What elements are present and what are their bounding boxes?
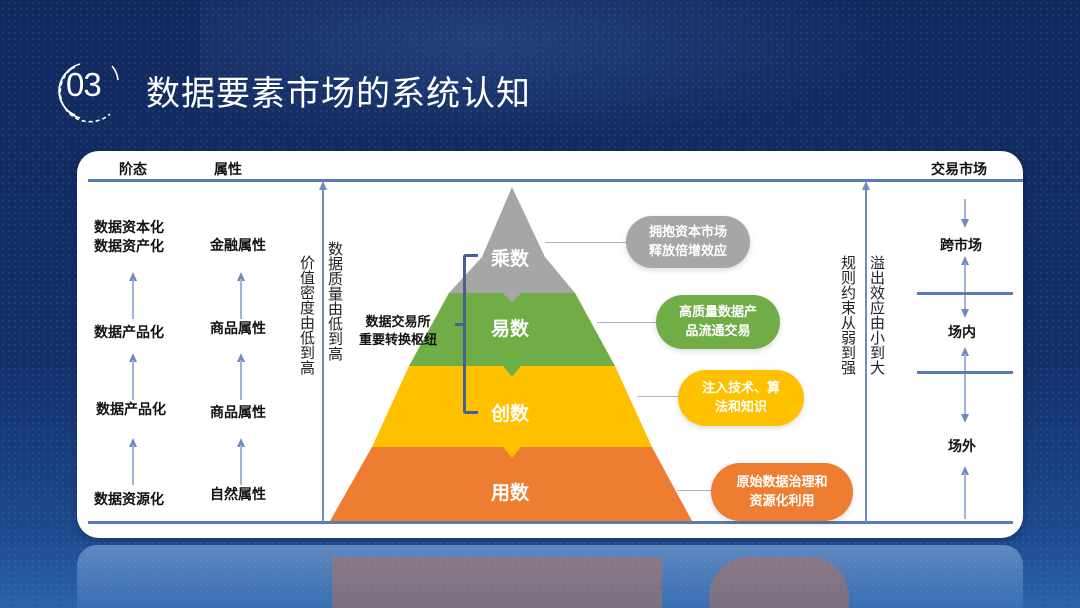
arrow-up-icon bbox=[961, 466, 969, 475]
value-density-label: 价值密度由低到高 bbox=[298, 255, 316, 375]
arrow-up-icon bbox=[961, 347, 969, 356]
arrow-up-icon bbox=[961, 256, 969, 265]
layer-label-use: 用数 bbox=[490, 482, 529, 504]
layer-label-trade: 易数 bbox=[490, 318, 529, 340]
background-glow bbox=[200, 0, 900, 140]
desc-pill-use: 原始数据治理和资源化利用 bbox=[711, 463, 853, 521]
arrow-up-icon bbox=[237, 272, 245, 281]
arrow-down-icon bbox=[961, 414, 969, 423]
market-off-exchange: 场外 bbox=[948, 439, 976, 455]
arrow-up-icon bbox=[129, 272, 137, 281]
value-axis-line bbox=[322, 187, 324, 522]
exchange-note: 数据交易所重要转换枢纽 bbox=[359, 315, 438, 348]
layer-label-multiply: 乘数 bbox=[490, 248, 529, 270]
desc-pill-trade: 高质量数据产品流通交易 bbox=[656, 295, 780, 349]
section-number: 03 bbox=[66, 66, 102, 103]
arrow-up-icon bbox=[129, 438, 137, 447]
attribute-commodity-upper: 商品属性 bbox=[210, 321, 266, 337]
attribute-header: 属性 bbox=[214, 162, 242, 178]
attribute-natural: 自然属性 bbox=[210, 487, 266, 503]
diagram-card: 阶态 属性 交易市场 数据资本化数据资产化 数据产品化 数据产品化 数据资源化 … bbox=[77, 151, 1023, 538]
stage-capitalization: 数据资本化数据资产化 bbox=[94, 220, 164, 255]
pyramid-chart bbox=[330, 187, 692, 521]
spillover-label: 溢出效应由小到大 bbox=[868, 255, 886, 375]
rule-constraint-label: 规则约束从弱到强 bbox=[839, 255, 857, 375]
arrow-up-icon bbox=[237, 438, 245, 447]
desc-pill-create: 注入技术、算法和知识 bbox=[678, 370, 804, 426]
card-reflection bbox=[77, 545, 1023, 608]
bottom-axis-line bbox=[88, 521, 1013, 524]
attribute-financial: 金融属性 bbox=[210, 238, 266, 254]
top-axis-line bbox=[88, 179, 1023, 182]
market-divider bbox=[917, 371, 1013, 374]
stage-productization-lower: 数据产品化 bbox=[96, 402, 166, 418]
market-cross: 跨市场 bbox=[940, 238, 982, 254]
arrow-down-icon bbox=[961, 309, 969, 318]
exchange-bracket bbox=[463, 254, 478, 414]
page-title: 数据要素市场的系统认知 bbox=[146, 74, 531, 114]
arrow-up-icon bbox=[319, 181, 327, 190]
attribute-commodity-lower: 商品属性 bbox=[210, 405, 266, 421]
arrow-down-icon bbox=[961, 219, 969, 228]
layer-label-create: 创数 bbox=[490, 403, 529, 425]
arrow-up-icon bbox=[237, 353, 245, 362]
section-badge-icon bbox=[58, 63, 119, 123]
market-divider bbox=[917, 292, 1013, 295]
stage-productization-upper: 数据产品化 bbox=[94, 325, 164, 341]
stage-resource: 数据资源化 bbox=[94, 492, 164, 508]
desc-pill-multiply: 拥抱资本市场释放倍增效应 bbox=[626, 216, 750, 268]
arrow-up-icon bbox=[129, 353, 137, 362]
data-quality-label: 数据质量由低到高 bbox=[326, 241, 344, 361]
market-header: 交易市场 bbox=[931, 162, 987, 178]
stage-header: 阶态 bbox=[119, 162, 147, 178]
spillover-axis-line bbox=[865, 187, 867, 522]
market-on-exchange: 场内 bbox=[948, 325, 976, 341]
arrow-up-icon bbox=[862, 181, 870, 190]
